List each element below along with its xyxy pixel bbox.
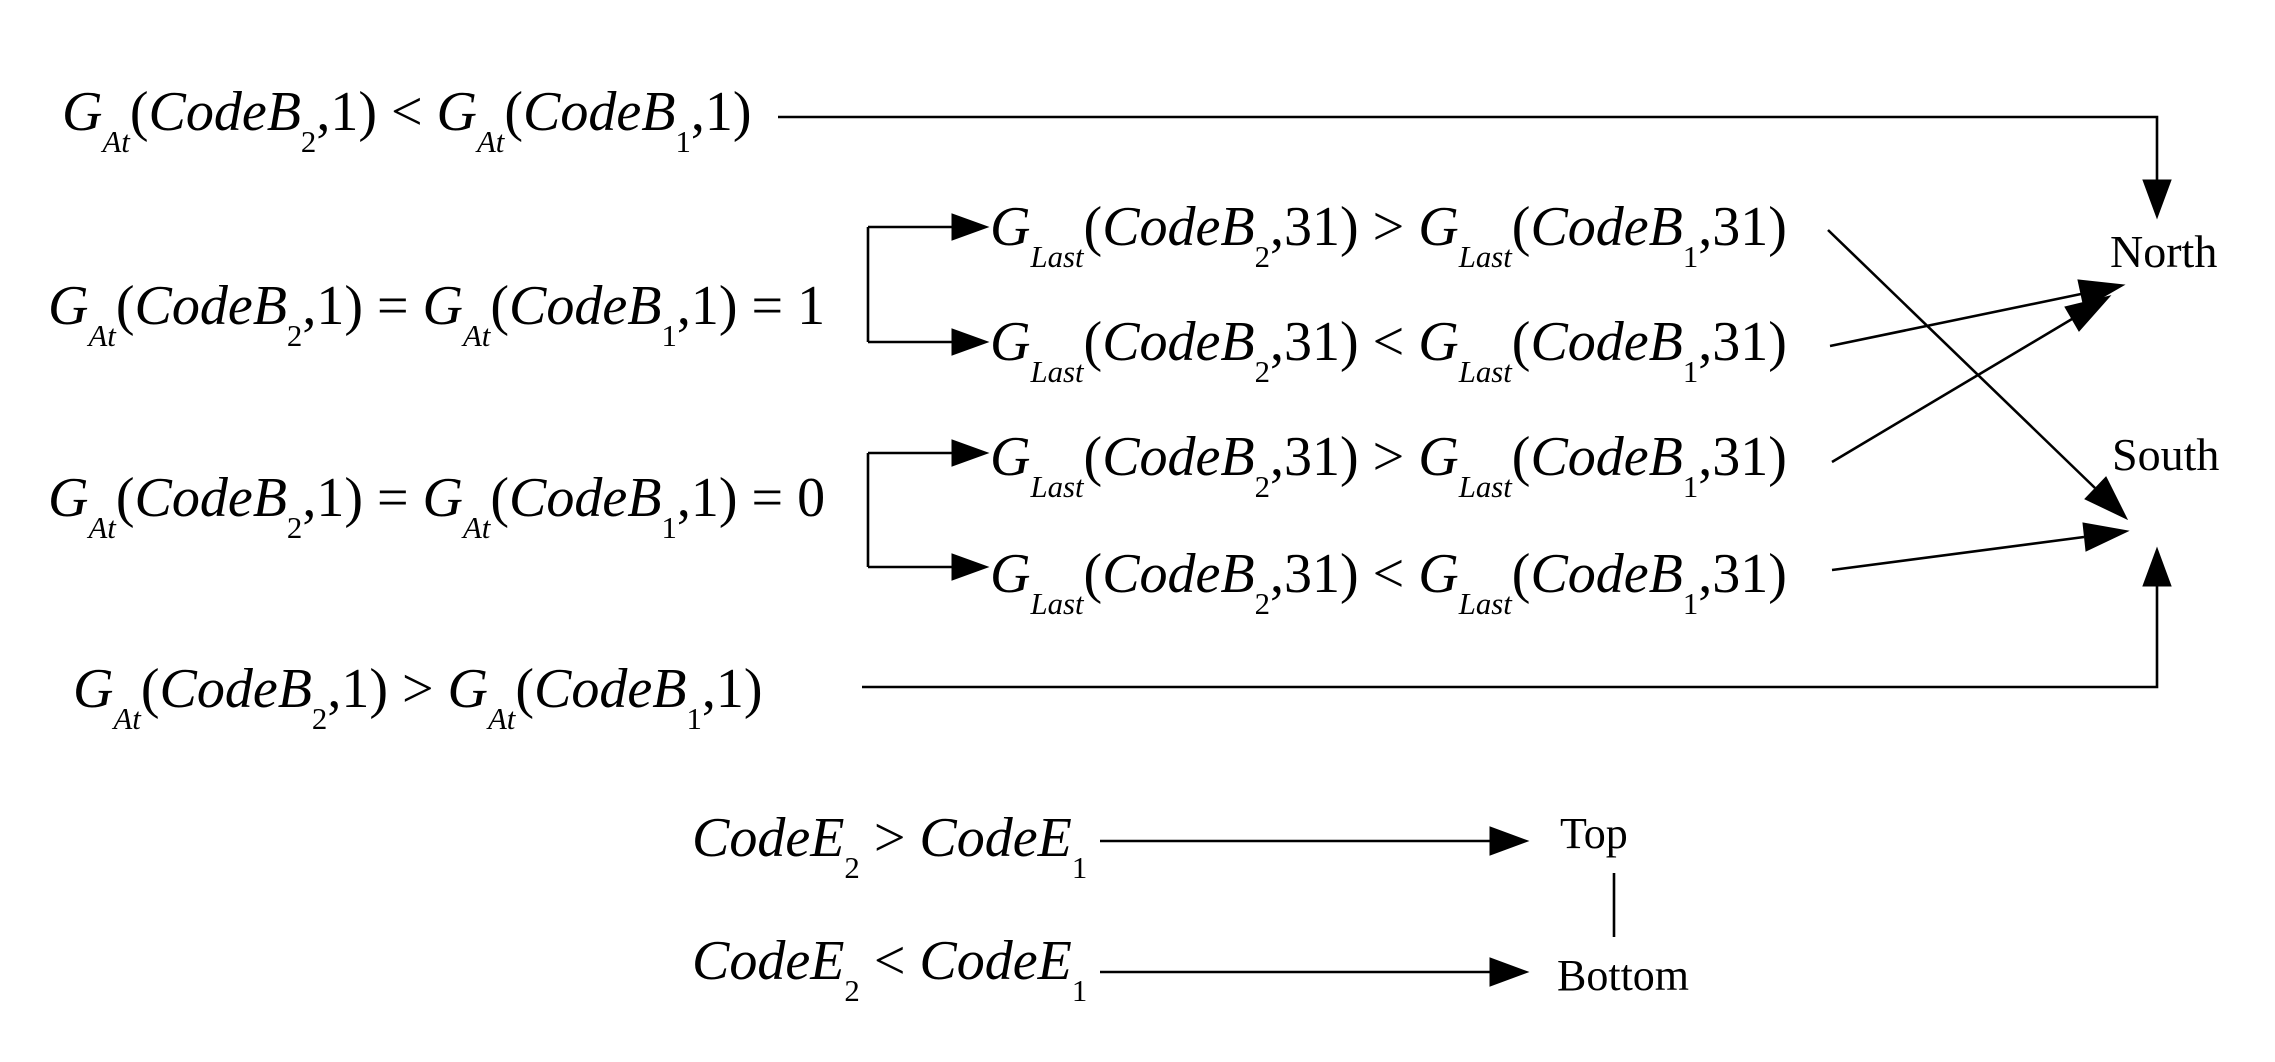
arrowhead-up-icon <box>2142 546 2172 587</box>
edge-b-less-to-north <box>778 115 2172 220</box>
formula-codee-greater: CodeE2 > CodeE1 <box>692 807 1088 886</box>
edge-last-lt-eq0-to-south <box>1831 522 2130 572</box>
edge-last-gt-eq0-to-north <box>1831 295 2112 464</box>
formula-gat-eq0: GAt(CodeB2,1) = GAt(CodeB1,1) = 0 <box>48 467 826 546</box>
label-top: Top <box>1560 809 1628 858</box>
branch-bracket-eq1 <box>866 213 990 356</box>
arrowhead-right-icon <box>951 328 990 356</box>
edge-b-greater-to-south <box>862 546 2172 689</box>
formula-gat-greater: GAt(CodeB2,1) > GAt(CodeB1,1) <box>73 658 763 737</box>
arrowhead-right-icon <box>951 213 990 241</box>
edge-e-greater-to-top <box>1100 826 1530 856</box>
edge-last-gt-eq1-to-south <box>1827 229 2129 521</box>
arrowhead-right-icon <box>951 439 990 467</box>
edge-e-less-to-bottom <box>1100 957 1530 987</box>
formula-glast-gt-eq1: GLast(CodeB2,31) > GLast(CodeB1,31) <box>990 196 1787 275</box>
formula-glast-lt-eq0: GLast(CodeB2,31) < GLast(CodeB1,31) <box>990 543 1787 622</box>
arrowhead-down-icon <box>2142 179 2172 220</box>
arrowhead-diag-icon <box>2082 522 2130 552</box>
label-south: South <box>2112 429 2220 480</box>
arrowhead-right-icon <box>951 553 990 581</box>
label-bottom: Bottom <box>1557 951 1690 1000</box>
formula-gat-less: GAt(CodeB2,1) < GAt(CodeB1,1) <box>62 81 752 160</box>
arrowhead-diag-icon <box>2084 476 2129 521</box>
formula-glast-gt-eq0: GLast(CodeB2,31) > GLast(CodeB1,31) <box>990 426 1787 505</box>
arrowhead-diag-icon <box>2064 295 2112 332</box>
formula-codee-less: CodeE2 < CodeE1 <box>692 930 1088 1009</box>
label-north: North <box>2110 226 2218 277</box>
arrowhead-right-icon <box>1489 826 1530 856</box>
formula-gat-eq1: GAt(CodeB2,1) = GAt(CodeB1,1) = 1 <box>48 275 826 354</box>
branch-bracket-eq0 <box>866 439 990 581</box>
formula-glast-lt-eq1: GLast(CodeB2,31) < GLast(CodeB1,31) <box>990 311 1787 390</box>
arrowhead-right-icon <box>1489 957 1530 987</box>
